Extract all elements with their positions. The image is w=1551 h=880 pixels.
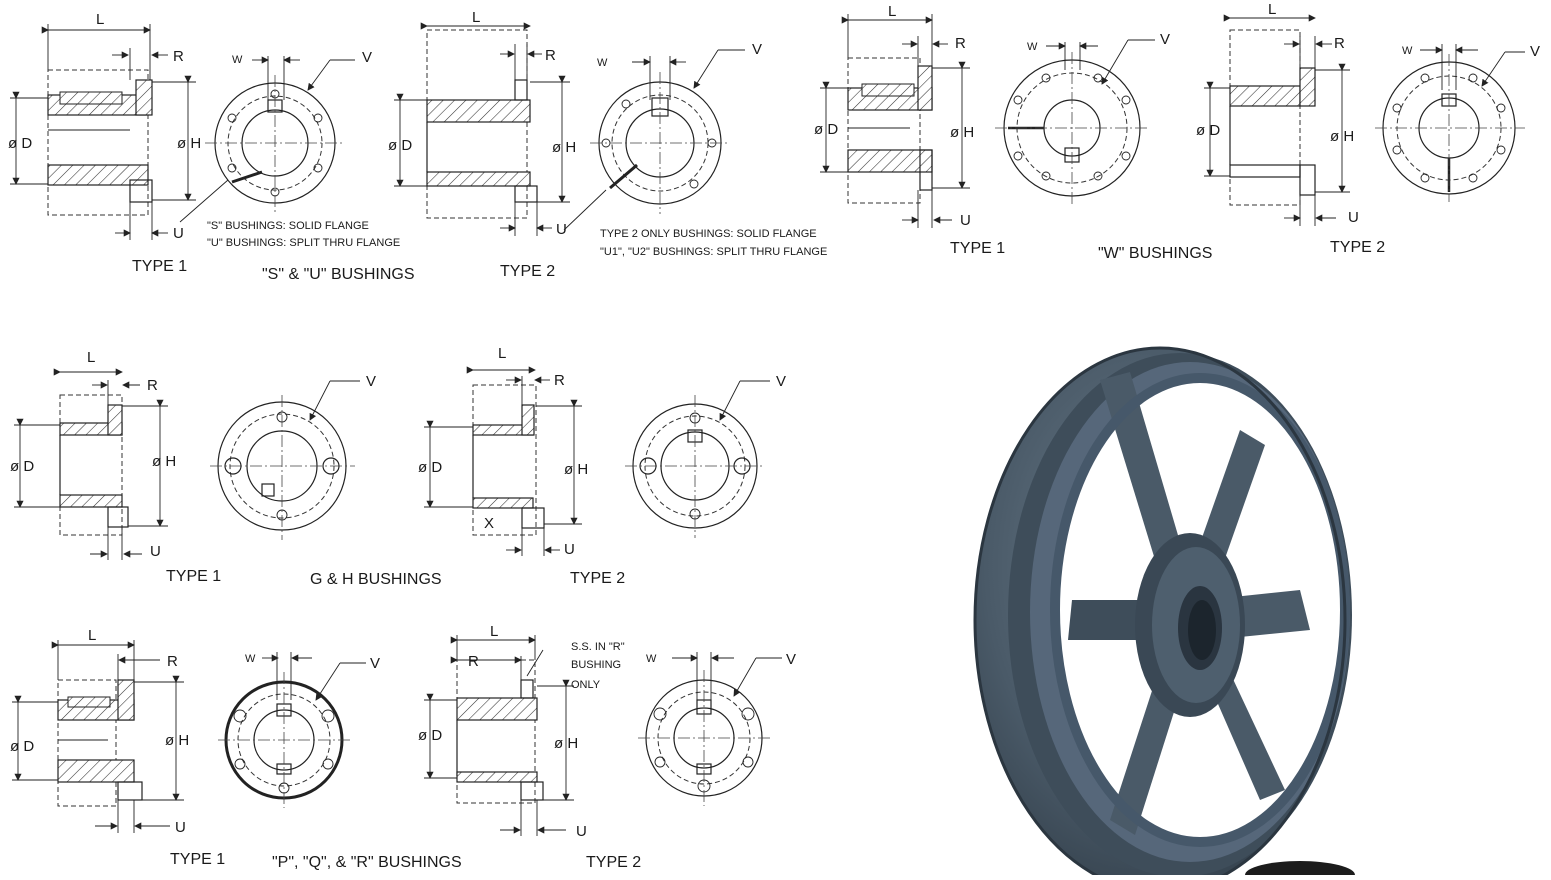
dim-label-D: ø D [8,135,32,152]
gh-type2-front-view [625,380,770,538]
dim-label-X: X [484,515,494,532]
dim-label-V: V [370,655,380,672]
dim-label-H: ø H [564,461,588,478]
dim-label-V: V [786,651,796,668]
dim-label-H: ø H [152,453,176,470]
dim-label-L: L [1268,1,1276,18]
dim-label-U: U [564,541,575,558]
pqr-type1-side-view [12,640,184,833]
dim-label-U: U [576,823,587,840]
dim-label-R: R [468,653,479,670]
su-type2-caption: TYPE 2 [500,263,555,280]
dim-label-W: W [232,54,243,66]
dim-label-U: U [1348,209,1359,226]
su-note-u1-u2: "U1", "U2" BUSHINGS: SPLIT THRU FLANGE [600,246,827,258]
dim-label-R: R [1334,35,1345,52]
dim-label-W: W [597,57,608,69]
dim-label-L: L [472,9,480,26]
su-note-type2-only: TYPE 2 ONLY BUSHINGS: SOLID FLANGE [600,228,817,240]
su-type2-side-view [394,22,570,236]
pqr-note-bushing: BUSHING [571,659,621,671]
dim-label-D: ø D [418,727,442,744]
dim-label-U: U [173,225,184,242]
dim-label-R: R [173,48,184,65]
w-type1-caption: TYPE 1 [950,240,1005,257]
dim-label-L: L [96,11,104,28]
dim-label-V: V [1160,31,1170,48]
pqr-type2-side-view [424,635,574,836]
dim-label-R: R [167,653,178,670]
su-type1-caption: TYPE 1 [132,258,187,275]
dim-label-V: V [366,373,376,390]
dim-label-W: W [1027,41,1038,53]
dim-label-U: U [556,221,567,238]
dim-label-D: ø D [1196,122,1220,139]
dim-label-H: ø H [1330,128,1354,145]
pqr-type1-front-view [218,652,366,808]
dim-label-W: W [245,653,256,665]
dim-label-H: ø H [165,732,189,749]
dim-label-R: R [545,47,556,64]
dim-label-W: W [1402,45,1413,57]
dim-label-L: L [88,627,96,644]
dim-label-D: ø D [418,459,442,476]
dim-label-L: L [87,349,95,366]
dim-label-H: ø H [177,135,201,152]
dim-label-R: R [955,35,966,52]
pqr-type2-caption: TYPE 2 [586,854,641,871]
w-title-caption: "W" BUSHINGS [1098,245,1212,262]
pqr-type1-caption: TYPE 1 [170,851,225,868]
dim-label-H: ø H [554,735,578,752]
gh-type2-caption: TYPE 2 [570,570,625,587]
dim-label-V: V [776,373,786,390]
su-note-s-bushings: "S" BUSHINGS: SOLID FLANGE [207,220,369,232]
w-type2-front-view [1375,44,1525,202]
su-title-caption: "S" & "U" BUSHINGS [262,266,415,283]
dim-label-L: L [498,345,506,362]
pqr-title-caption: "P", "Q", & "R" BUSHINGS [272,854,462,871]
dim-label-V: V [752,41,762,58]
pqr-note-ss: S.S. IN "R" [571,641,625,653]
dim-label-R: R [147,377,158,394]
gh-title-caption: G & H BUSHINGS [310,571,442,588]
dim-label-D: ø D [10,738,34,755]
gh-type1-front-view [210,380,360,540]
dim-label-R: R [554,372,565,389]
su-type2-front-view [563,49,745,231]
w-type1-side-view [820,14,970,228]
dim-label-D: ø D [10,458,34,475]
sheave-pulley-photo [973,346,1355,880]
dim-label-V: V [1530,43,1540,60]
gh-type1-side-view [14,368,168,560]
dim-label-D: ø D [814,121,838,138]
pqr-type2-front-view [638,652,782,806]
dim-label-H: ø H [552,139,576,156]
dim-label-U: U [960,212,971,229]
gh-type1-caption: TYPE 1 [166,568,221,585]
w-type2-caption: TYPE 2 [1330,239,1385,256]
w-type2-side-view [1204,14,1350,226]
su-type1-side-view [10,24,196,240]
dim-label-L: L [490,623,498,640]
dim-label-L: L [888,3,896,20]
su-type1-front-view [179,56,355,223]
dim-label-U: U [150,543,161,560]
dim-label-V: V [362,49,372,66]
dim-label-W: W [646,653,657,665]
w-type1-front-view [995,39,1155,205]
su-note-u-bushings: "U" BUSHINGS: SPLIT THRU FLANGE [207,237,400,249]
dim-label-D: ø D [388,137,412,154]
pqr-note-only: ONLY [571,679,601,691]
dim-label-H: ø H [950,124,974,141]
gh-type2-side-view [424,366,582,556]
dim-label-U: U [175,819,186,836]
